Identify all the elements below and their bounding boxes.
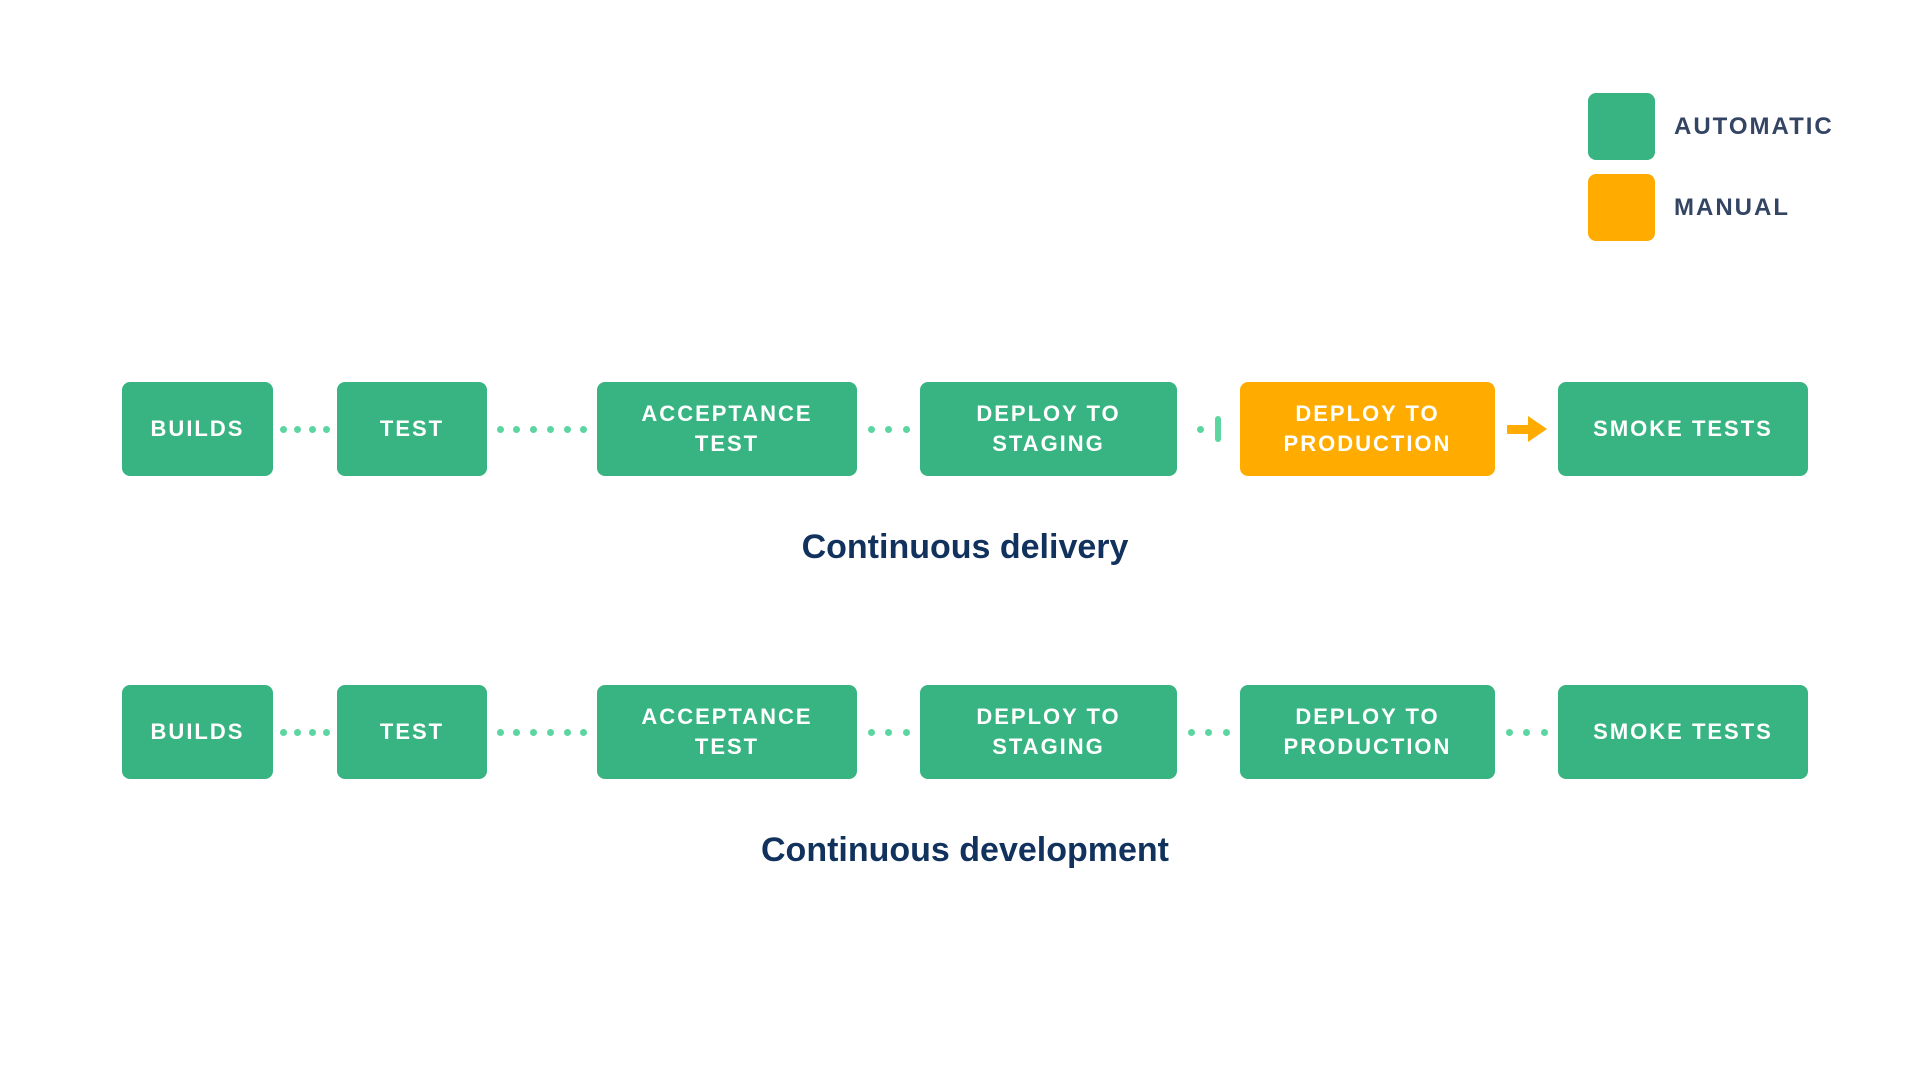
stage-label: SMOKE TESTS bbox=[1593, 416, 1773, 442]
connector-dot bbox=[294, 425, 302, 433]
stage-test: TEST bbox=[337, 685, 487, 779]
connector-dot bbox=[580, 425, 588, 433]
connector-dot bbox=[1523, 728, 1530, 736]
stage-deploy-to-staging: DEPLOY TO STAGING bbox=[920, 685, 1177, 779]
connector-dot bbox=[885, 728, 892, 736]
connector-dot bbox=[1540, 728, 1548, 736]
stage-smoke-tests: SMOKE TESTS bbox=[1558, 685, 1808, 779]
connector-dot bbox=[530, 728, 538, 736]
connector-dot bbox=[867, 728, 875, 736]
stage-label: DEPLOY TO STAGING bbox=[976, 401, 1121, 456]
connector-dot bbox=[1196, 425, 1204, 433]
pipeline-continuous-delivery: BUILDS TEST ACCEPTANCE TEST DEPLOY TO STAGI… bbox=[122, 382, 1808, 476]
stage-acceptance-test: ACCEPTANCE TEST bbox=[597, 382, 857, 476]
arrow-shaft bbox=[1506, 424, 1529, 434]
legend-item-manual: MANUAL bbox=[1588, 174, 1834, 241]
connector-dot bbox=[513, 425, 521, 433]
stage-label: ACCEPTANCE TEST bbox=[641, 704, 813, 759]
gate-bar-icon bbox=[1214, 416, 1221, 442]
stage-label: ACCEPTANCE TEST bbox=[641, 401, 813, 456]
connector-dot bbox=[563, 728, 571, 736]
dotted-connector bbox=[273, 425, 337, 433]
stage-builds: BUILDS bbox=[122, 382, 273, 476]
connector-dot bbox=[308, 425, 316, 433]
connector-dot bbox=[902, 425, 910, 433]
connector-dot bbox=[1205, 728, 1212, 736]
manual-gate-marker bbox=[1177, 416, 1240, 442]
connector-dot bbox=[496, 728, 504, 736]
stage-deploy-to-production: DEPLOY TO PRODUCTION bbox=[1240, 382, 1495, 476]
stage-label: TEST bbox=[379, 719, 445, 745]
connector-dot bbox=[280, 425, 288, 433]
stage-acceptance-test: ACCEPTANCE TEST bbox=[597, 685, 857, 779]
stage-label: TEST bbox=[379, 416, 445, 442]
connector-dot bbox=[294, 728, 302, 736]
automatic-swatch-icon bbox=[1588, 93, 1655, 160]
connector-dot bbox=[885, 425, 892, 433]
connector-dot bbox=[902, 728, 910, 736]
connector-dot bbox=[308, 728, 316, 736]
dotted-connector bbox=[273, 728, 337, 736]
pipeline-caption-continuous-development: Continuous development bbox=[761, 831, 1169, 869]
dotted-connector bbox=[857, 728, 920, 736]
connector-dot bbox=[1222, 728, 1230, 736]
dotted-connector bbox=[857, 425, 920, 433]
stage-test: TEST bbox=[337, 382, 487, 476]
legend-label-manual: MANUAL bbox=[1674, 193, 1790, 221]
stage-deploy-to-production: DEPLOY TO PRODUCTION bbox=[1240, 685, 1495, 779]
stage-label: SMOKE TESTS bbox=[1593, 719, 1773, 745]
connector-dot bbox=[513, 728, 521, 736]
connector-dot bbox=[1505, 728, 1513, 736]
connector-dot bbox=[322, 425, 330, 433]
pipeline-caption-continuous-delivery: Continuous delivery bbox=[801, 528, 1129, 566]
stage-label: DEPLOY TO PRODUCTION bbox=[1283, 401, 1452, 456]
connector-dot bbox=[322, 728, 330, 736]
connector-dot bbox=[546, 728, 554, 736]
connector-dot bbox=[546, 425, 554, 433]
legend-label-automatic: AUTOMATIC bbox=[1674, 112, 1834, 140]
connector-dot bbox=[496, 425, 504, 433]
connector-dot bbox=[1187, 728, 1195, 736]
dotted-connector bbox=[1177, 728, 1240, 736]
stage-label: BUILDS bbox=[150, 719, 245, 745]
stage-deploy-to-staging: DEPLOY TO STAGING bbox=[920, 382, 1177, 476]
dotted-connector bbox=[1495, 728, 1558, 736]
arrow-head bbox=[1527, 416, 1547, 442]
stage-label: BUILDS bbox=[150, 416, 245, 442]
stage-label: DEPLOY TO PRODUCTION bbox=[1283, 704, 1452, 759]
arrow-right-icon bbox=[1495, 416, 1558, 442]
stage-smoke-tests: SMOKE TESTS bbox=[1558, 382, 1808, 476]
manual-swatch-icon bbox=[1588, 174, 1655, 241]
stage-builds: BUILDS bbox=[122, 685, 273, 779]
connector-dot bbox=[563, 425, 571, 433]
dotted-connector bbox=[487, 425, 597, 433]
pipeline-continuous-development: BUILDS TEST ACCEPTANCE TEST DEPLOY TO STAGI… bbox=[122, 685, 1808, 779]
connector-dot bbox=[867, 425, 875, 433]
stage-label: DEPLOY TO STAGING bbox=[976, 704, 1121, 759]
legend: AUTOMATIC MANUAL bbox=[1588, 93, 1834, 241]
legend-item-automatic: AUTOMATIC bbox=[1588, 93, 1834, 160]
connector-dot bbox=[580, 728, 588, 736]
dotted-connector bbox=[487, 728, 597, 736]
connector-dot bbox=[280, 728, 288, 736]
connector-dot bbox=[530, 425, 538, 433]
